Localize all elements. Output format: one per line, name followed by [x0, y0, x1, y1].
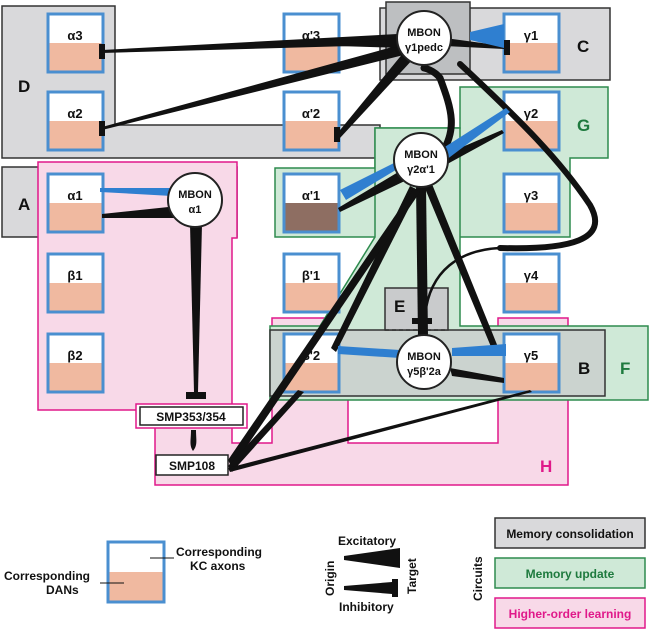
legend: Corresponding KC axons Corresponding DAN… — [4, 517, 646, 629]
svg-text:γ2α'1: γ2α'1 — [407, 164, 435, 176]
compartment-g2: γ2 — [502, 90, 561, 152]
region-labels: A B C D E F G H — [18, 37, 630, 476]
mbon-gamma2alphap1: MBON γ2α'1 — [393, 132, 449, 188]
svg-text:Higher-order learning: Higher-order learning — [509, 607, 632, 621]
legend-compartment: Corresponding KC axons Corresponding DAN… — [4, 540, 262, 604]
compartment-ap2: α'2 — [282, 90, 341, 152]
svg-text:MBON: MBON — [407, 351, 441, 363]
region-label-h: H — [540, 457, 552, 476]
dan-connections — [100, 24, 510, 358]
compartment-a3: α3 — [46, 12, 105, 74]
svg-text:Inhibitory: Inhibitory — [339, 600, 394, 614]
compartment-label-ap1: α'1 — [302, 188, 320, 203]
mbon-gamma1pedc: MBON γ1pedc — [396, 10, 452, 66]
region-label-a: A — [18, 195, 30, 214]
connections — [99, 33, 599, 472]
svg-text:Corresponding: Corresponding — [176, 545, 262, 559]
mbon-alpha1: MBON α1 — [167, 172, 223, 228]
compartment-label-g4: γ4 — [524, 268, 539, 283]
svg-text:MBON: MBON — [404, 149, 438, 161]
svg-text:SMP353/354: SMP353/354 — [156, 410, 226, 424]
svg-text:MBON: MBON — [178, 189, 212, 201]
compartment-g5: γ5 — [502, 332, 561, 394]
compartment-b1: β1 — [46, 252, 105, 314]
compartment-ap1: α'1 — [282, 172, 341, 234]
region-label-c: C — [577, 37, 589, 56]
svg-text:Excitatory: Excitatory — [338, 534, 396, 548]
region-label-e: E — [394, 297, 405, 316]
svg-text:Origin: Origin — [323, 561, 337, 596]
compartment-label-ap2: α'2 — [302, 106, 320, 121]
compartment-label-a3: α3 — [67, 28, 82, 43]
legend-circuits: Circuits Memory consolidation Memory upd… — [471, 517, 646, 629]
svg-text:Circuits: Circuits — [471, 556, 485, 601]
svg-text:Memory update: Memory update — [526, 567, 615, 581]
svg-text:MBON: MBON — [407, 27, 441, 39]
svg-text:KC axons: KC axons — [190, 559, 246, 573]
region-label-g: G — [577, 116, 590, 135]
svg-text:SMP108: SMP108 — [169, 459, 215, 473]
compartment-label-g2: γ2 — [524, 106, 538, 121]
legend-synapse-types: Excitatory Inhibitory Origin Target — [323, 534, 419, 614]
region-label-b: B — [578, 359, 590, 378]
compartment-label-g1: γ1 — [524, 28, 538, 43]
region-label-d: D — [18, 77, 30, 96]
compartment-g1: γ1 — [502, 12, 561, 74]
svg-text:γ5β'2a: γ5β'2a — [407, 366, 442, 378]
compartment-label-a1: α1 — [67, 188, 82, 203]
mbon-gamma5betap2a: MBON γ5β'2a — [396, 334, 452, 390]
compartment-bp1: β'1 — [282, 252, 341, 314]
compartment-a1: α1 — [46, 172, 105, 234]
compartment-g4: γ4 — [502, 252, 561, 314]
compartment-label-g5: γ5 — [524, 348, 538, 363]
neuron-smp108: SMP108 — [155, 454, 229, 476]
svg-text:γ1pedc: γ1pedc — [405, 42, 443, 54]
compartment-a2: α2 — [46, 90, 105, 152]
svg-text:α1: α1 — [189, 204, 202, 216]
compartment-label-g3: γ3 — [524, 188, 538, 203]
compartment-label-b1: β1 — [67, 268, 82, 283]
compartment-g3: γ3 — [502, 172, 561, 234]
compartment-label-b2: β2 — [67, 348, 82, 363]
compartment-label-bp1: β'1 — [302, 268, 320, 283]
svg-text:Memory consolidation: Memory consolidation — [506, 527, 633, 541]
svg-text:Target: Target — [405, 558, 419, 594]
compartment-label-a2: α2 — [67, 106, 82, 121]
compartment-b2: β2 — [46, 332, 105, 394]
svg-text:Corresponding: Corresponding — [4, 569, 90, 583]
svg-text:DANs: DANs — [46, 583, 79, 597]
neuron-smp353-354: SMP353/354 — [135, 403, 248, 429]
region-label-f: F — [620, 359, 630, 378]
